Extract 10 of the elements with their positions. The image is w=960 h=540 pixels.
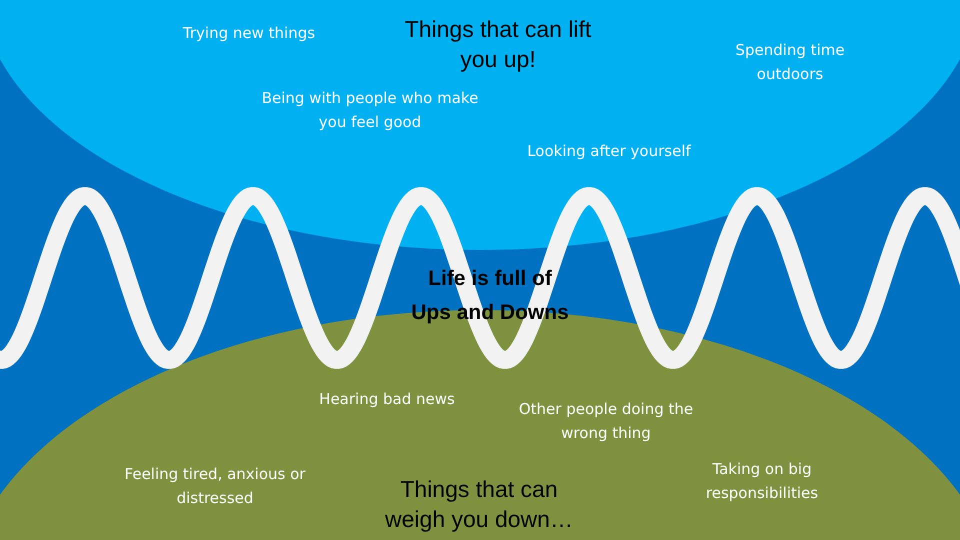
item-text: Other people doing the wrong thing (518, 399, 694, 444)
item-text: Looking after yourself (526, 141, 692, 162)
item-text: Taking on big responsibilities (704, 459, 820, 504)
item-text: Hearing bad news (318, 389, 456, 410)
item-text: Being with people who make you feel good (260, 88, 480, 133)
title-text: Things that can weigh you down… (384, 475, 574, 534)
item-text: Feeling tired, anxious or distressed (124, 464, 306, 509)
item-text: Trying new things (182, 23, 316, 44)
item-text: Spending time outdoors (734, 40, 846, 85)
title-text: Things that can lift you up! (404, 15, 592, 74)
